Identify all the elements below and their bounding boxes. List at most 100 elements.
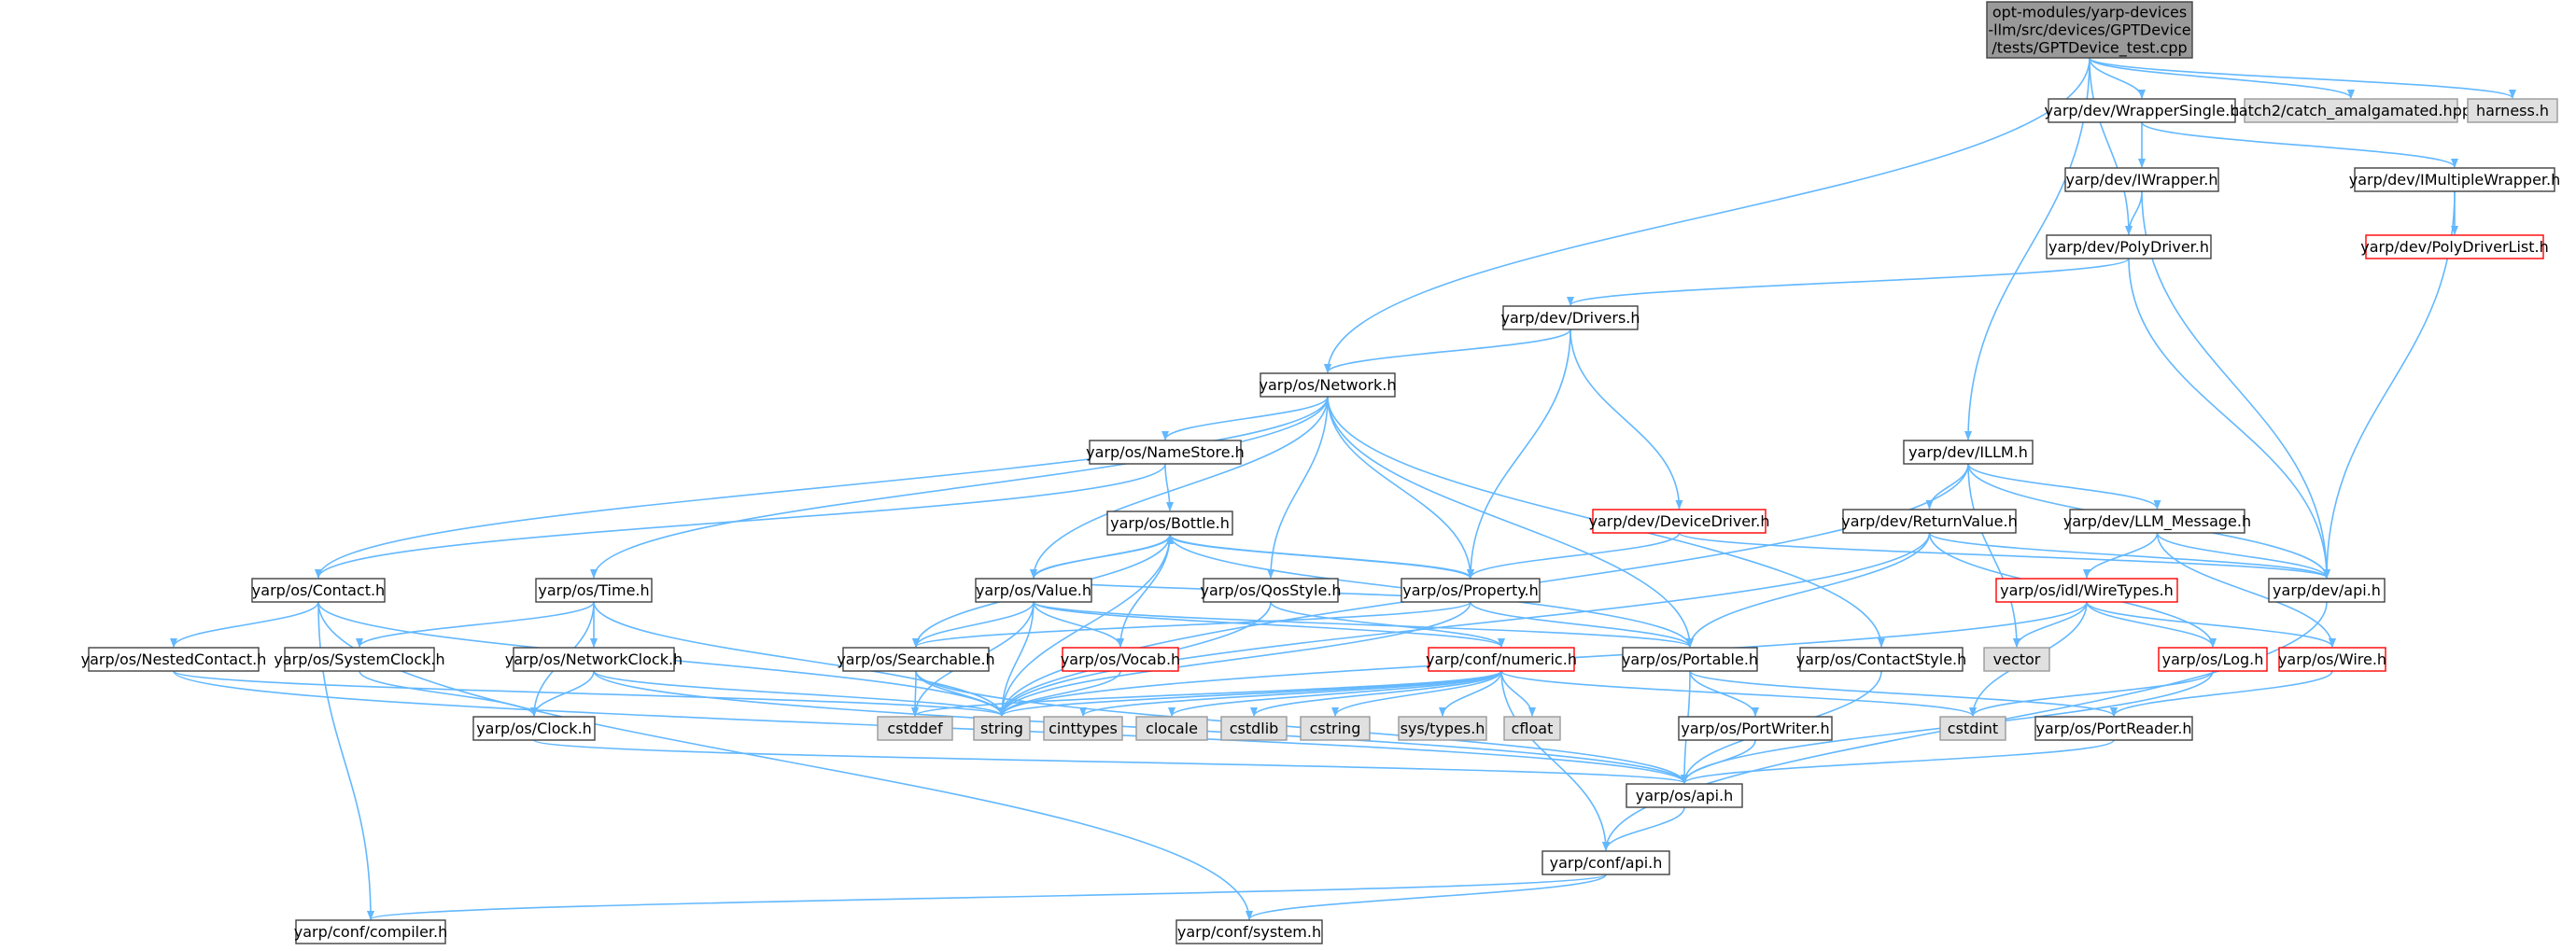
- node-root[interactable]: opt-modules/yarp-devices-llm/src/devices…: [1986, 1, 2193, 59]
- node-polydriver[interactable]: yarp/dev/PolyDriver.h: [2046, 234, 2212, 259]
- node-clock[interactable]: yarp/os/Clock.h: [472, 716, 596, 741]
- node-label: yarp/dev/PolyDriverList.h: [2360, 238, 2548, 256]
- node-box: [1043, 716, 1123, 741]
- edge-line: [998, 532, 1931, 717]
- edge-line: [998, 601, 1471, 717]
- node-box: [2048, 98, 2236, 123]
- node-box: [2064, 167, 2219, 192]
- node-box: [88, 647, 260, 672]
- edge-line: [998, 601, 1035, 717]
- edge-line: [1270, 601, 1505, 648]
- edge-namestore-to-contact: [315, 463, 1166, 579]
- node-box: [2046, 234, 2212, 259]
- node-bottle[interactable]: yarp/os/Bottle.h: [1106, 510, 1233, 536]
- node-label: yarp/dev/Drivers.h: [1500, 309, 1640, 327]
- node-osapi[interactable]: yarp/os/api.h: [1626, 783, 1743, 808]
- node-box: [1175, 919, 1323, 944]
- node-label: catch2/catch_amalgamated.hpp: [2231, 102, 2471, 120]
- node-imultiplewrapper[interactable]: yarp/dev/IMultipleWrapper.h: [2349, 167, 2561, 192]
- node-systemclock[interactable]: yarp/os/SystemClock.h: [274, 647, 445, 672]
- node-contact[interactable]: yarp/os/Contact.h: [251, 578, 386, 603]
- node-log[interactable]: yarp/os/Log.h: [2158, 647, 2268, 672]
- edge-wiretypes-to-log: [2086, 601, 2217, 648]
- node-drivers[interactable]: yarp/dev/Drivers.h: [1500, 305, 1640, 330]
- edge-line: [1467, 532, 1681, 579]
- node-label: yarp/dev/IWrapper.h: [2066, 171, 2218, 189]
- edge-property-to-portable: [1470, 601, 1694, 648]
- edge-wiretypes-to-vector: [2013, 601, 2088, 648]
- node-box: [1541, 850, 1670, 875]
- edge-line: [2013, 601, 2088, 648]
- edge-time-to-systemclock: [356, 601, 595, 648]
- edge-line: [1928, 532, 2330, 579]
- node-portwriter[interactable]: yarp/os/PortWriter.h: [1678, 716, 1833, 741]
- node-llmmessage[interactable]: yarp/dev/LLM_Message.h: [2063, 509, 2251, 534]
- edge-numeric-to-string: [998, 670, 1502, 717]
- node-box: [877, 716, 953, 741]
- node-label: yarp/os/Portable.h: [1622, 650, 1758, 668]
- edge-line: [1681, 739, 2115, 784]
- node-wire[interactable]: yarp/os/Wire.h: [2278, 647, 2386, 672]
- node-namestore[interactable]: yarp/os/NameStore.h: [1086, 440, 1245, 465]
- node-qosstyle[interactable]: yarp/os/QosStyle.h: [1200, 578, 1342, 603]
- edge-line: [1686, 532, 1931, 648]
- node-devicedriver[interactable]: yarp/dev/DeviceDriver.h: [1589, 509, 1770, 534]
- node-system[interactable]: yarp/conf/system.h: [1175, 919, 1323, 944]
- edge-numeric-to-cstdint: [1500, 670, 1977, 717]
- node-time[interactable]: yarp/os/Time.h: [535, 578, 653, 603]
- node-portreader[interactable]: yarp/os/PortReader.h: [2034, 716, 2193, 741]
- node-network[interactable]: yarp/os/Network.h: [1260, 372, 1397, 398]
- edge-root-to-polydriver: [2089, 57, 2133, 235]
- node-label: yarp/dev/PolyDriver.h: [2048, 238, 2209, 256]
- node-wrappersingle[interactable]: yarp/dev/WrapperSingle.h: [2045, 98, 2240, 123]
- edge-devicedriver-to-devapi: [1678, 532, 2330, 579]
- node-searchable[interactable]: yarp/os/Searchable.h: [837, 647, 995, 672]
- node-devapi[interactable]: yarp/dev/api.h: [2268, 578, 2386, 603]
- edge-llm-to-vector: [1967, 463, 2020, 648]
- node-label: yarp/os/Property.h: [1402, 581, 1539, 599]
- edge-line: [2089, 57, 2516, 99]
- node-iwrapper[interactable]: yarp/dev/IWrapper.h: [2064, 167, 2219, 192]
- node-polydriverlist[interactable]: yarp/dev/PolyDriverList.h: [2360, 234, 2549, 259]
- node-cinttypes: cinttypes: [1043, 716, 1123, 741]
- edge-property-to-searchable: [912, 601, 1471, 648]
- node-nestedcontact[interactable]: yarp/os/NestedContact.h: [81, 647, 267, 672]
- node-label: cstddef: [887, 720, 943, 737]
- edge-line: [1500, 670, 1610, 851]
- node-label: yarp/os/Vocab.h: [1061, 650, 1180, 668]
- edge-value-to-numeric: [1033, 601, 1505, 648]
- edge-line: [1327, 396, 1694, 648]
- node-confapi[interactable]: yarp/conf/api.h: [1541, 850, 1670, 875]
- node-box: [1203, 578, 1339, 603]
- node-label: yarp/conf/compiler.h: [294, 923, 448, 941]
- node-compiler[interactable]: yarp/conf/compiler.h: [294, 919, 448, 944]
- node-portable[interactable]: yarp/os/Portable.h: [1622, 647, 1758, 672]
- edge-returnvalue-to-devapi: [1928, 532, 2330, 579]
- node-label: yarp/os/SystemClock.h: [274, 650, 444, 668]
- node-label: yarp/dev/WrapperSingle.h: [2045, 102, 2240, 119]
- node-vocab[interactable]: yarp/os/Vocab.h: [1061, 647, 1180, 672]
- node-cstddef: cstddef: [877, 716, 953, 741]
- edge-osapi-to-confapi: [1602, 806, 1685, 851]
- node-networkclock[interactable]: yarp/os/NetworkClock.h: [505, 647, 683, 672]
- edge-returnvalue-to-portable: [1686, 532, 1931, 648]
- edge-line: [2089, 57, 2146, 99]
- edge-network-to-portable: [1327, 396, 1694, 648]
- node-value[interactable]: yarp/os/Value.h: [975, 578, 1092, 603]
- node-contactstyle[interactable]: yarp/os/ContactStyle.h: [1796, 647, 1967, 672]
- node-llm[interactable]: yarp/dev/ILLM.h: [1903, 440, 2034, 465]
- node-label: yarp/dev/ILLM.h: [1908, 443, 2028, 461]
- edge-polydriver-to-devapi: [2128, 258, 2330, 579]
- edge-wiretypes-to-wire: [2086, 601, 2336, 648]
- node-numeric[interactable]: yarp/conf/numeric.h: [1426, 647, 1577, 672]
- node-returnvalue[interactable]: yarp/dev/ReturnValue.h: [1841, 509, 2018, 534]
- node-label: cstdlib: [1230, 720, 1279, 737]
- node-property[interactable]: yarp/os/Property.h: [1401, 578, 1541, 603]
- node-wiretypes[interactable]: yarp/os/idl/WireTypes.h: [1995, 578, 2178, 603]
- edge-wire-to-portreader: [2110, 670, 2333, 717]
- node-box: [1398, 716, 1487, 741]
- node-label: yarp/os/QosStyle.h: [1200, 581, 1341, 599]
- node-label: yarp/dev/api.h: [2273, 581, 2381, 599]
- edge-line: [2156, 532, 2330, 579]
- node-box: [2467, 98, 2558, 123]
